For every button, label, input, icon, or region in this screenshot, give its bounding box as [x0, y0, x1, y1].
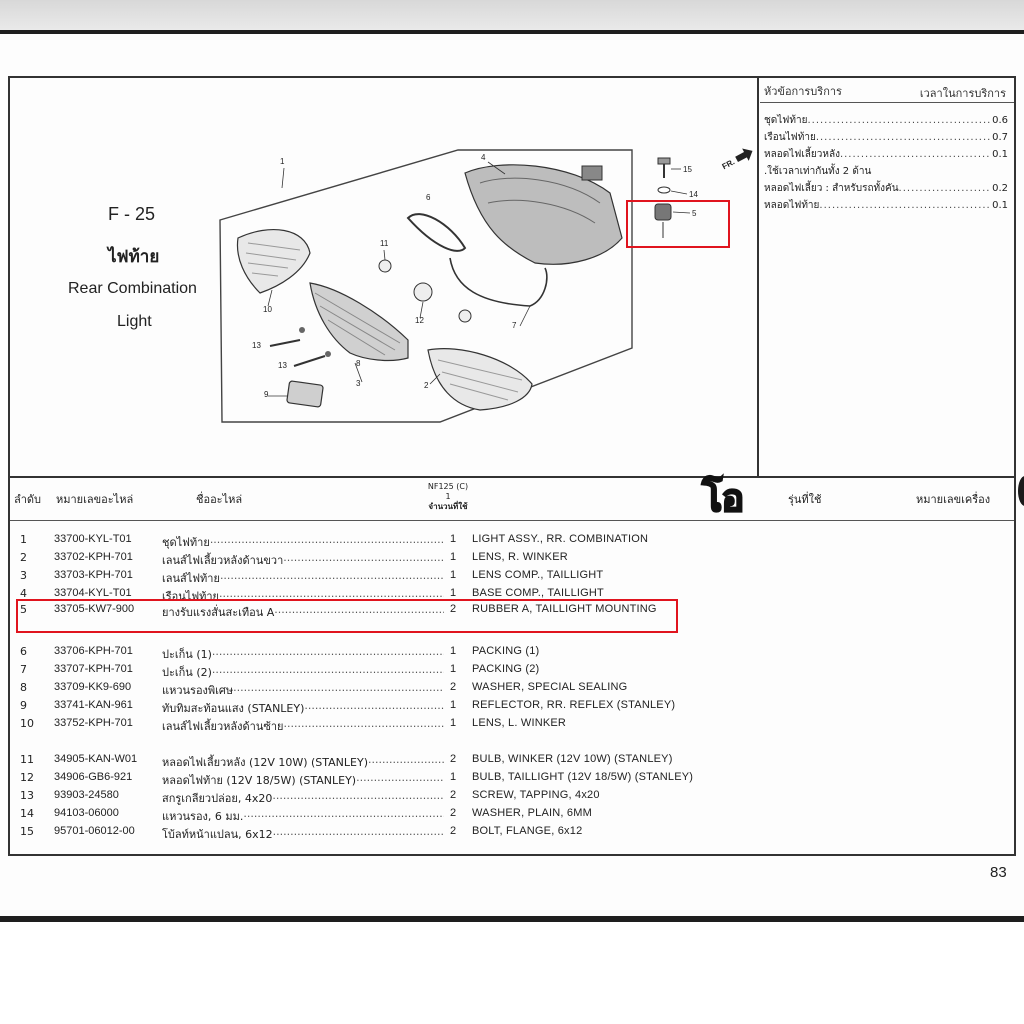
svg-text:4: 4 [481, 153, 486, 162]
svg-text:13: 13 [252, 341, 261, 350]
header-model-column: NF125 (C) 1 จำนวนที่ใช้ [418, 482, 478, 512]
figure-title-en-line1: Rear Combination [68, 280, 197, 297]
svg-text:9: 9 [264, 390, 269, 399]
service-item: ชุดไฟท้าย0.6 [764, 112, 1008, 129]
service-list: ชุดไฟท้าย0.6 เรือนไฟท้าย0.7 หลอดไฟเลี้ยว… [764, 112, 1008, 214]
service-note: .ใช้เวลาเท่ากันทั้ง 2 ด้าน [764, 166, 872, 177]
header-model-qty: 1 [445, 492, 451, 501]
svg-text:8: 8 [356, 359, 361, 368]
header-part-name: ชื่ออะไหล่ [196, 493, 243, 506]
service-header-rule [760, 102, 1014, 103]
svg-text:7: 7 [512, 321, 517, 330]
page-number: 83 [990, 864, 1007, 881]
svg-text:15: 15 [683, 165, 692, 174]
header-model: NF125 (C) [427, 482, 469, 491]
figure-title-thai: ไฟท้าย [108, 247, 160, 267]
highlight-row-5 [16, 599, 678, 633]
part-7-packing [449, 257, 548, 307]
part-13-screw [269, 339, 301, 347]
exploded-diagram: 1 2 3 4 5 6 7 8 9 10 11 12 13 13 14 15 [10, 78, 758, 476]
part-10-lens [236, 229, 311, 294]
service-item: เรือนไฟท้าย0.7 [764, 129, 1008, 146]
scan-border-top [0, 30, 1024, 34]
service-item: หลอดไฟเลี้ยวหลัง0.1 [764, 146, 1008, 163]
header-engine-number: หมายเลขเครื่อง [916, 493, 991, 506]
figure-title-en-line2: Light [117, 313, 152, 330]
part-6-packing [406, 213, 467, 252]
diagram-drawing: 1 2 3 4 5 6 7 8 9 10 11 12 13 13 14 15 [219, 148, 753, 423]
part-14-washer [657, 186, 671, 194]
scan-border-bottom [0, 916, 1024, 922]
connector [581, 165, 603, 181]
service-item: หลอดไฟท้าย0.1 [764, 197, 1008, 214]
table-top-rule [10, 476, 1014, 478]
figure-code: F - 25 [108, 204, 156, 224]
service-item: หลอดไฟเลี้ยว : สำหรับรถทั้งคัน0.2 [764, 180, 1008, 197]
svg-text:5: 5 [692, 209, 697, 218]
svg-text:2: 2 [424, 381, 429, 390]
service-header-time: เวลาในการบริการ [919, 87, 1006, 100]
diagram-outline [219, 149, 633, 423]
part-12-bulb [413, 282, 433, 302]
part-13b-screw [293, 355, 326, 367]
header-model-used: รุ่นที่ใช้ [788, 493, 822, 506]
page-frame [8, 76, 1016, 856]
svg-text:FR.: FR. [721, 157, 737, 171]
svg-text:14: 14 [689, 190, 698, 199]
svg-text:1: 1 [280, 157, 285, 166]
header-part-number: หมายเลขอะไหล่ [56, 493, 134, 506]
annotation-tag: โอ [701, 477, 745, 521]
part-9-reflector [286, 380, 324, 408]
svg-text:10: 10 [263, 305, 272, 314]
scan-edge [0, 0, 1024, 34]
part-3-lens [309, 282, 409, 362]
svg-text:12: 12 [415, 316, 424, 325]
part-4-base [464, 164, 623, 265]
svg-text:6: 6 [426, 193, 431, 202]
svg-text:11: 11 [380, 239, 389, 248]
header-no: ลำดับ [14, 493, 42, 506]
svg-text:3: 3 [356, 379, 361, 388]
service-header: หัวข้อการบริการ เวลาในการบริการ [764, 80, 1012, 100]
highlight-part-5-diagram [626, 200, 730, 248]
scan-artifact [1018, 476, 1024, 506]
part-11-bulb [378, 259, 392, 273]
panel-divider [757, 78, 759, 476]
header-qty-label: จำนวนที่ใช้ [428, 502, 468, 511]
part-5-rubber [654, 203, 672, 221]
table-header-rule [10, 520, 1014, 521]
table-row-gap [10, 732, 1010, 750]
svg-text:13: 13 [278, 361, 287, 370]
service-header-topic: หัวข้อการบริการ [764, 85, 842, 98]
part-11b-bulb [458, 309, 472, 323]
part-2-lens [427, 348, 533, 411]
